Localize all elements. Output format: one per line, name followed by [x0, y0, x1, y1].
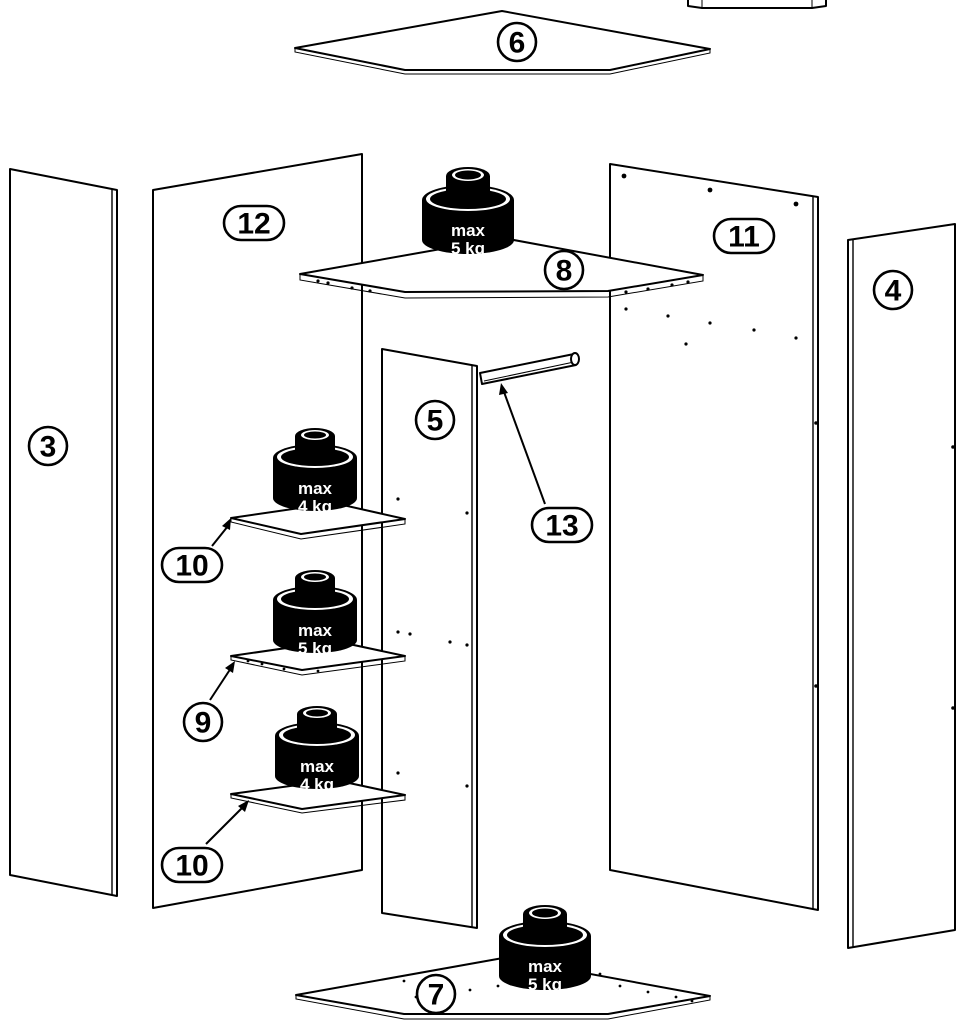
divider-panel-5 [381, 348, 478, 929]
weight-icon: max 4 kg [273, 428, 357, 516]
load-value-label: 5 kg [528, 975, 562, 994]
callout-part-7: 7 [415, 973, 457, 1015]
part-number-5: 5 [427, 405, 444, 438]
callout-part-9: 9 [182, 701, 224, 743]
part-number-4: 4 [885, 275, 902, 308]
callout-part-13: 13 [530, 506, 594, 544]
load-max-label: max [528, 957, 563, 976]
part-number-11: 11 [728, 221, 760, 254]
part-number-8: 8 [556, 255, 573, 288]
callout-part-10-upper: 10 [160, 546, 224, 584]
back-panel-11 [609, 163, 819, 911]
load-value-label: 5 kg [298, 639, 332, 658]
part-number-3: 3 [40, 431, 57, 464]
callout-part-8: 8 [543, 249, 585, 291]
hanging-rod-13 [479, 352, 580, 385]
load-max-label: max [298, 479, 333, 498]
part-number-9: 9 [195, 707, 212, 740]
side-panel-4 [847, 223, 956, 949]
leader-lines [205, 383, 546, 845]
partial-part-top-right [687, 0, 827, 9]
part-number-6: 6 [509, 27, 526, 60]
bottom-panel-7 [295, 957, 711, 1020]
callout-part-10-lower: 10 [160, 846, 224, 884]
load-value-label: 4 kg [298, 497, 332, 516]
callout-part-5: 5 [414, 399, 456, 441]
weight-icon: max 4 kg [275, 706, 359, 794]
callout-part-6: 6 [496, 21, 538, 63]
load-max-label: max [451, 221, 486, 240]
side-panel-3 [9, 168, 118, 897]
weight-icon: max 5 kg [273, 570, 357, 658]
load-max-label: max [298, 621, 333, 640]
part-number-13: 13 [545, 510, 578, 543]
part-number-10: 10 [175, 850, 208, 883]
part-number-7: 7 [428, 979, 445, 1012]
load-value-label: 5 kg [451, 239, 485, 258]
callout-part-11: 11 [712, 217, 776, 255]
part-number-10: 10 [175, 550, 208, 583]
callout-part-12: 12 [222, 204, 286, 242]
weight-icon: max 5 kg [499, 905, 591, 994]
callout-part-4: 4 [872, 269, 914, 311]
part-number-12: 12 [237, 208, 270, 241]
load-max-label: max [300, 757, 335, 776]
load-value-label: 4 kg [300, 775, 334, 794]
callout-part-3: 3 [27, 425, 69, 467]
weight-icon: max 5 kg [422, 167, 514, 258]
